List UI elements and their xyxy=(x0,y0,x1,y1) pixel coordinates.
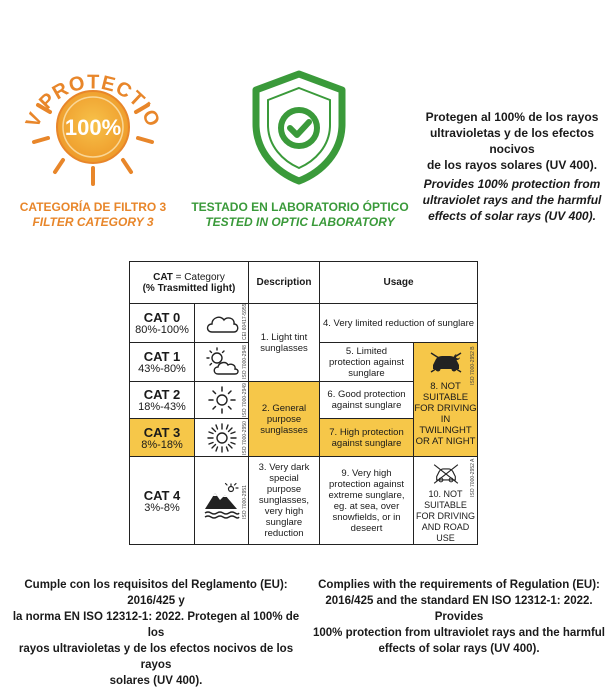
header-category-line2: (% Trasmitted light) xyxy=(142,282,236,294)
footer-es-line: rayos ultravioletas y de los efectos noc… xyxy=(18,643,294,671)
footer-en: Complies with the requirements of Regula… xyxy=(312,577,606,657)
usage-5: 5. Limited protection against sunglare xyxy=(319,342,414,382)
iso-code: ISO 7000-2952 A xyxy=(470,458,476,497)
sun-icon xyxy=(207,386,236,414)
cloud-icon xyxy=(206,316,238,333)
footer-en-line: Complies with the requirements of Regula… xyxy=(318,579,600,591)
cat-range: 8%-18% xyxy=(141,438,183,451)
shield-check-icon xyxy=(252,70,346,185)
footer-es: Cumple con los requisitos del Reglamento… xyxy=(6,577,306,689)
intro-en: Provides 100% protection from ultraviole… xyxy=(414,176,610,224)
cat-name: CAT 4 xyxy=(143,487,181,503)
cat-2-icon-cell: ISO 7000-2949 xyxy=(194,381,249,419)
strong-sun-icon xyxy=(206,422,237,453)
cat-name: CAT 1 xyxy=(143,349,181,364)
cat-name: CAT 2 xyxy=(143,387,181,402)
intro-en-line: effects of solar rays (UV 400). xyxy=(428,209,596,223)
uv-protection-sun-icon: UV PROTECTION 100% xyxy=(18,50,163,186)
usage-10: 10. NOT SUITABLE FOR DRIVING AND ROAD US… xyxy=(413,456,478,545)
usage-4: 4. Very limited reduction of sunglare xyxy=(319,303,478,343)
intro-es-line: Protegen al 100% de los rayos xyxy=(425,110,599,124)
header-category: CAT = Category (% Trasmitted light) xyxy=(129,261,249,304)
header-cat-rest: = Category xyxy=(172,271,225,283)
lab-caption-en: TESTED IN OPTIC LABORATORY xyxy=(205,215,395,229)
header-cat-bold: CAT xyxy=(153,271,173,283)
no-night-driving-icon xyxy=(430,352,461,373)
cat-name: CAT 3 xyxy=(143,424,181,440)
cat-range: 43%-80% xyxy=(138,363,186,375)
description-3: 3. Very dark special purpose sunglasses,… xyxy=(248,456,320,545)
uv-caption-es: CATEGORÍA DE FILTRO 3 xyxy=(19,200,167,214)
footer-en-line: 100% protection from ultraviolet rays an… xyxy=(312,627,606,639)
cat-range: 18%-43% xyxy=(138,401,186,413)
uv-caption-en: FILTER CATEGORY 3 xyxy=(32,215,154,229)
footer-es-line: solares (UV 400). xyxy=(109,675,203,687)
lab-caption-es: TESTADO EN LABORATORIO ÓPTICO xyxy=(191,200,409,214)
description-1: 1. Light tint sunglasses xyxy=(248,303,320,382)
usage-6: 6. Good protection against sunglare xyxy=(319,381,414,419)
footer-en-line: 2016/425 and the standard EN ISO 12312-1… xyxy=(325,595,593,623)
header-usage: Usage xyxy=(319,261,478,304)
cat-name: CAT 0 xyxy=(143,310,181,325)
cat-range: 3%-8% xyxy=(144,501,180,514)
cat-4-label: CAT 4 3%-8% xyxy=(129,456,195,545)
intro-en-line: ultraviolet rays and the harmful xyxy=(422,193,602,207)
usage-8-text: 8. NOT SUITABLE FOR DRIVING IN TWILINGHT… xyxy=(414,381,477,447)
usage-8: 8. NOT SUITABLE FOR DRIVING IN TWILINGHT… xyxy=(413,342,478,457)
intro-es-line: de los rayos solares (UV 400). xyxy=(426,158,598,172)
mountain-sea-icon xyxy=(204,482,240,519)
filter-category-table: CAT = Category (% Trasmitted light) Desc… xyxy=(129,261,478,545)
cat-4-icon-cell: ISO 7000-2951 xyxy=(194,456,249,545)
sun-behind-cloud-icon xyxy=(205,347,239,375)
usage-9: 9. Very high protection against extreme … xyxy=(319,456,414,545)
usage-7: 7. High protection against sunglare xyxy=(319,418,414,457)
footer-es-line: la norma EN ISO 12312-1: 2022. Protegen … xyxy=(12,611,300,639)
description-2: 2. General purpose sunglasses xyxy=(248,381,320,457)
no-driving-icon xyxy=(433,464,458,484)
footer-es-line: Cumple con los requisitos del Reglamento… xyxy=(24,579,288,607)
header-category-line1: CAT = Category xyxy=(153,272,225,283)
header-description: Description xyxy=(248,261,320,304)
iso-code: ISO 7000-2952 B xyxy=(470,346,476,385)
cat-2-label: CAT 2 18%-43% xyxy=(129,381,195,419)
cat-0-label: CAT 0 80%-100% xyxy=(129,303,195,343)
intro-en-line: Provides 100% protection from xyxy=(423,177,601,191)
uv-percent-text: 100% xyxy=(65,115,121,140)
cat-range: 80%-100% xyxy=(135,324,189,336)
cat-1-label: CAT 1 43%-80% xyxy=(129,342,195,382)
cat-0-icon-cell: CEI 60417-5955 xyxy=(194,303,249,343)
footer-en-line: effects of solar rays (UV 400). xyxy=(378,643,540,655)
cat-3-icon-cell: ISO 7000-2950 xyxy=(194,418,249,457)
intro-es: Protegen al 100% de los rayos ultraviole… xyxy=(414,109,610,173)
usage-10-text: 10. NOT SUITABLE FOR DRIVING AND ROAD US… xyxy=(415,489,475,543)
cat-1-icon-cell: ISO 7000-2948 xyxy=(194,342,249,382)
intro-es-line: ultravioletas y de los efectos nocivos xyxy=(429,126,595,156)
cat-3-label: CAT 3 8%-18% xyxy=(129,418,195,457)
